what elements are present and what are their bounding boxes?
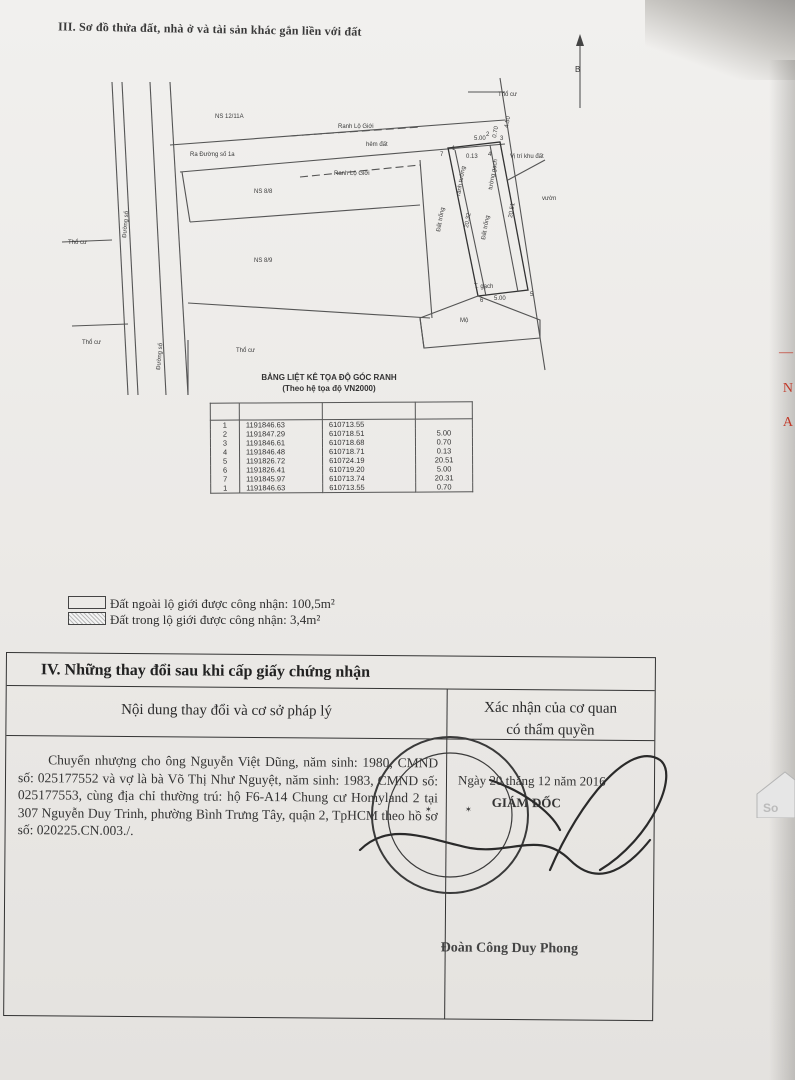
side-mark-1: — xyxy=(779,345,793,360)
watermark-logo: So xyxy=(756,771,795,818)
signer-name: Đoàn Công Duy Phong xyxy=(440,940,579,957)
point-6: 6 xyxy=(480,298,484,304)
official-stamp: ✶ ✶ xyxy=(371,736,529,894)
label-top-parcel: NS 12/11A xyxy=(215,114,244,120)
legend-outside: Đất ngoài lộ giới được công nhận: 100,5m… xyxy=(68,596,335,612)
side-mark-3: A xyxy=(782,415,793,430)
svg-text:So: So xyxy=(763,801,778,815)
legend-outside-text: Đất ngoài lộ giới được công nhận: 100,5m… xyxy=(110,596,335,611)
point-5: 5 xyxy=(530,292,534,298)
label-road: Ra Đường số 1a xyxy=(190,152,235,158)
label-parcel-a: NS 8/8 xyxy=(254,189,273,195)
label-road-left-2: Đường số xyxy=(156,342,164,370)
label-parcel-b: NS 8/9 xyxy=(254,258,273,264)
dim-small: 4.50 xyxy=(504,115,512,128)
point-2: 2 xyxy=(486,132,490,138)
coord-table-heading: BẢNG LIỆT KÊ TỌA ĐỘ GÓC RANH xyxy=(261,373,397,382)
label-setback-top: Ranh Lộ Giới xyxy=(338,124,374,130)
legend-outside-swatch xyxy=(68,596,106,609)
coord-table-title: BẢNG LIỆT KÊ TỌA ĐỘ GÓC RANH (Theo hệ tọ… xyxy=(224,373,434,393)
point-1: 1 xyxy=(452,146,456,152)
dim-right: 20.51 xyxy=(508,202,517,218)
page-corner-shadow xyxy=(645,0,795,80)
side-mark-2: N xyxy=(782,381,793,396)
dim-013: 0.13 xyxy=(466,154,478,160)
point-4: 4 xyxy=(488,152,492,158)
label-left-bottom: Thổ cư xyxy=(82,339,101,346)
signature xyxy=(358,755,668,875)
page-edge-shadow xyxy=(769,60,795,1080)
point-3: 3 xyxy=(500,136,504,142)
svg-text:✶: ✶ xyxy=(425,805,432,814)
label-road-left: Đường số xyxy=(122,210,130,238)
label-garden: vườn xyxy=(542,196,556,202)
coord-table-subtitle: (Theo hệ tọa độ VN2000) xyxy=(282,384,376,393)
col-header-confirmation-line1: Xác nhận của cơ quan xyxy=(484,699,618,717)
label-bottom-center: Thổ cư xyxy=(236,347,255,354)
col-header-content: Nội dung thay đổi và cơ sở pháp lý xyxy=(121,701,333,720)
label-site-note: Vị trí khu đất xyxy=(510,154,544,160)
label-wall-note-2: tường gạch xyxy=(488,159,499,191)
svg-text:✶: ✶ xyxy=(465,805,472,814)
dim-top: 5.00 xyxy=(474,136,486,142)
label-setback-bottom: Ranh Lộ Giới xyxy=(334,171,370,177)
dim-070: 0.70 xyxy=(492,125,500,138)
legend-inside-swatch xyxy=(68,612,106,625)
label-top-right: Thổ cư xyxy=(498,91,517,98)
dim-left: 20.32 xyxy=(464,212,473,228)
label-field-left: Đất trống xyxy=(436,207,446,232)
label-t-gach: T. gạch xyxy=(474,284,493,290)
label-field-right: Đất trống xyxy=(481,215,491,240)
label-left-mid: Thổ cư xyxy=(68,239,87,246)
changes-title: IV. Những thay đổi sau khi cấp giấy chứn… xyxy=(6,653,655,692)
legend-inside: Đất trong lộ giới được công nhận: 3,4m² xyxy=(68,612,320,628)
parcel-diagram: B NS 12/11A Thổ cư Ranh Lộ Giới Ra Đường… xyxy=(61,34,584,396)
north-label: B xyxy=(575,65,580,74)
point-7: 7 xyxy=(440,152,444,158)
label-hem: hẻm đất xyxy=(366,142,388,148)
legend-inside-text: Đất trong lộ giới được công nhận: 3,4m² xyxy=(110,612,321,627)
dim-bottom: 5.00 xyxy=(494,296,506,302)
label-tomb: Mộ xyxy=(460,318,469,324)
label-wall-note: ranh tường xyxy=(456,166,467,197)
